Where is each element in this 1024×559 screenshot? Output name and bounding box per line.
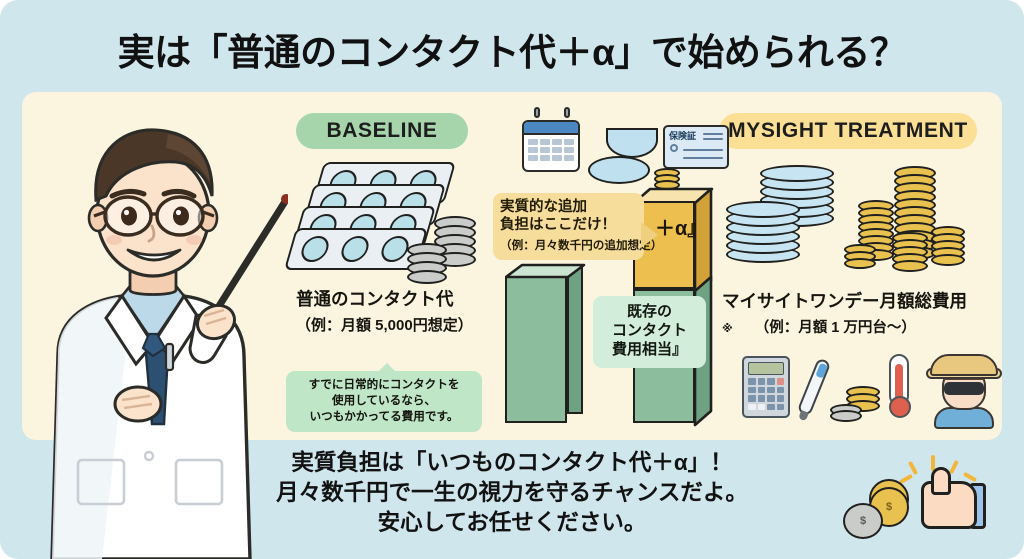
thermometer-mercury [895, 364, 903, 400]
thermometer-gauge-icon [889, 354, 911, 418]
calculator-screen [748, 362, 784, 375]
cost-comparison-bar-chart [505, 175, 731, 430]
thermometer-display [815, 362, 829, 379]
bar-note-line2: コンタクト [611, 321, 687, 339]
mysight-cost-illustration [726, 162, 986, 280]
bar-note-line1: 既存の [626, 303, 672, 320]
thermometer-bulb [889, 396, 911, 418]
baseline-note-line2: 使用しているなら、 [332, 393, 436, 407]
insurance-card-icon: 保険証 [663, 125, 729, 169]
child-body [934, 407, 994, 429]
calendar-icon [522, 120, 580, 172]
callout-arrow-icon [641, 222, 658, 248]
bottom-message-line3: 安心してお任せください。 [377, 510, 647, 536]
card-line [683, 157, 723, 160]
dollar-coin-icon: $ [843, 503, 883, 539]
thumbs-up-group: $ $ $ [843, 455, 1020, 550]
calendar-header [524, 122, 578, 135]
baseline-note-line1: すでに日常的にコンタクトを [308, 378, 460, 391]
baseline-caption-sub: （例：月額 5,000円想定） [296, 317, 473, 334]
additional-cost-callout: 実質的な追加 負担はここだけ！ （例：月々数千円の追加想定） [493, 193, 663, 261]
callout-line3: （例：月々数千円の追加想定） [500, 239, 663, 253]
card-line [683, 149, 723, 152]
badge-baseline: BASELINE [296, 113, 468, 149]
contact-lens-icon [606, 128, 658, 158]
calendar-grid [524, 135, 578, 165]
mysight-caption-sub: （例：月額 1 万円台〜） [754, 320, 916, 336]
child-hat [930, 354, 998, 376]
calendar-ring [534, 107, 540, 118]
thumb [931, 467, 951, 495]
coin [407, 270, 447, 284]
card-line [703, 133, 723, 136]
doctor-illustration [50, 128, 288, 559]
callout-line1: 実質的な追加 [500, 199, 587, 215]
badge-mysight-treatment: MYSIGHT TREATMENT [719, 113, 977, 149]
sparkle [949, 459, 959, 475]
sparkle [931, 455, 935, 471]
bar-note-line3: 費用相当』 [611, 340, 687, 358]
callout-line2: 負担はここだけ！ [500, 216, 616, 233]
contact-lens-icon [588, 156, 650, 184]
baseline-note-balloon: すでに日常的にコンタクトを 使用しているなら、 いつもかかってる費用です。 [286, 363, 482, 432]
existing-cost-balloon: 既存の コンタクト 費用相当』 [593, 296, 706, 368]
bottom-message-line2: 月々数千円で一生の視力を守るチャンスだよ。 [276, 480, 748, 506]
baseline-caption: 普通のコンタクト代 （例：月額 5,000円想定） [296, 286, 526, 335]
mysight-asterisk: ※ [722, 323, 733, 335]
badge-mysight-label: MYSIGHT TREATMENT [728, 119, 968, 142]
digital-thermometer-icon [796, 357, 832, 422]
plus-alpha-label: ＋α』 [655, 218, 708, 240]
calendar-ring [564, 107, 570, 118]
mysight-caption: マイサイトワンデー月額総費用 ※ （例：月額 1 万円台〜） [722, 288, 1002, 337]
badge-baseline-label: BASELINE [326, 119, 438, 142]
bottom-message: 実質負担は「いつものコンタクト代＋α」！ 月々数千円で一生の視力を守るチャンスだ… [0, 448, 1024, 538]
sparkle [907, 460, 919, 476]
card-portrait-icon [670, 144, 678, 152]
top-icon-cluster: 保険証 [506, 107, 729, 194]
card-line [703, 138, 723, 141]
page-title: 実は「普通のコンタクト代＋α」で始められる？ [117, 32, 907, 73]
bar-segment-divider [633, 287, 695, 290]
mysight-caption-sub-row: ※ （例：月額 1 万円台〜） [722, 316, 1002, 337]
thermometer-tip [798, 409, 809, 422]
calculator-icon [742, 356, 790, 418]
baseline-note-line3: いつもかかってる費用です。 [309, 409, 459, 423]
lens-cell [298, 236, 332, 262]
child-avatar-icon [926, 352, 1002, 429]
lens-cell [338, 236, 372, 262]
child-sunglasses-icon [944, 382, 984, 395]
supporting-icon-row [734, 352, 1002, 434]
insurance-card-label: 保険証 [669, 131, 697, 141]
bar-baseline-top-face [505, 263, 586, 279]
baseline-caption-main: 普通のコンタクト代 [296, 289, 454, 309]
mysight-caption-main: マイサイトワンデー月額総費用 [722, 291, 967, 311]
calculator-keys [744, 378, 788, 410]
bottom-message-line1: 実質負担は「いつものコンタクト代＋α」！ [291, 450, 733, 475]
